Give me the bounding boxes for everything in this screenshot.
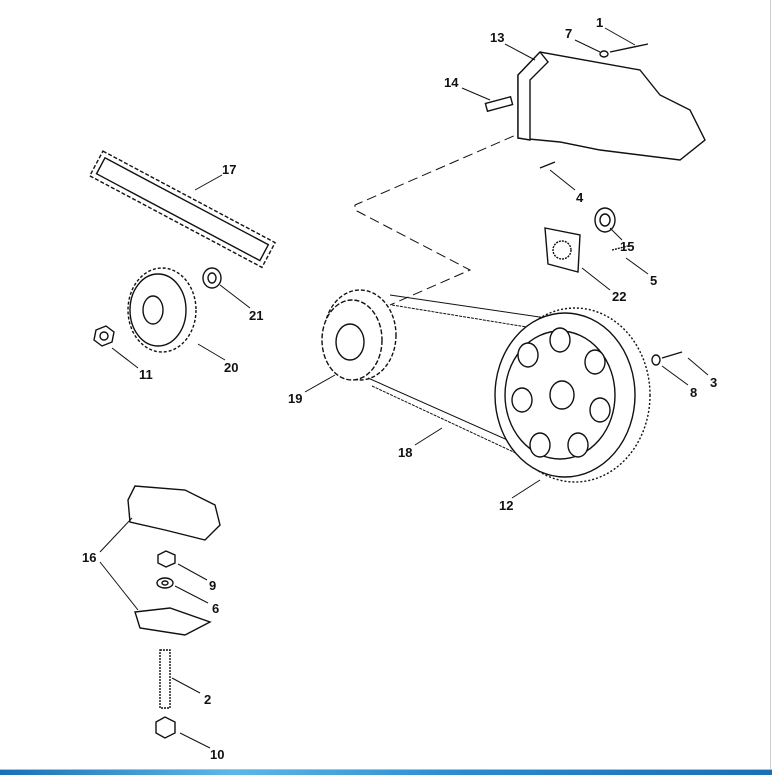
spacer-part-21 <box>202 267 222 289</box>
screw-part-4 <box>539 161 556 169</box>
callout-20: 20 <box>224 360 238 375</box>
callout-9: 9 <box>209 578 216 593</box>
transmission-pulley <box>321 289 397 381</box>
callout-2: 2 <box>204 692 211 707</box>
bracket-part-16 <box>127 485 221 636</box>
callout-3: 3 <box>710 375 717 390</box>
drive-belt <box>367 294 561 463</box>
bottom-status-bar <box>0 769 772 775</box>
washer-part-8 <box>651 354 661 366</box>
bolt-part-3 <box>661 351 683 359</box>
window-edge <box>770 0 771 770</box>
callout-21: 21 <box>249 308 263 323</box>
stud-part-2 <box>159 649 171 709</box>
callout-13: 13 <box>490 30 504 45</box>
engine-sprocket <box>127 267 197 353</box>
rear-pulley <box>494 307 651 483</box>
callout-16: 16 <box>82 550 96 565</box>
pin-part-14 <box>484 95 514 113</box>
callout-5: 5 <box>650 273 657 288</box>
plate-part-22 <box>544 227 581 273</box>
belt-guard-cover <box>517 50 706 161</box>
callout-18: 18 <box>398 445 412 460</box>
nut-part-9 <box>157 550 176 568</box>
spring-part-5 <box>611 245 629 251</box>
callout-22: 22 <box>612 289 626 304</box>
callout-15: 15 <box>620 239 634 254</box>
callout-11: 11 <box>139 367 153 382</box>
callout-4: 4 <box>576 190 584 205</box>
leader-lines <box>99 27 709 749</box>
washer-part-7 <box>599 50 609 58</box>
nut-part-15 <box>594 207 616 233</box>
assembly-path-line <box>354 117 556 306</box>
bolt-part-1 <box>609 43 649 53</box>
callout-8: 8 <box>690 385 697 400</box>
callout-14: 14 <box>444 75 459 90</box>
washer-part-6 <box>156 577 174 589</box>
callout-6: 6 <box>212 601 219 616</box>
callout-19: 19 <box>288 391 302 406</box>
nut-part-10 <box>155 716 176 739</box>
primary-chain <box>88 150 277 269</box>
callout-7: 7 <box>565 26 572 41</box>
callout-1: 1 <box>596 15 603 30</box>
callout-12: 12 <box>499 498 513 513</box>
callout-17: 17 <box>222 162 236 177</box>
nut-part-11 <box>93 325 115 347</box>
callout-10: 10 <box>210 747 224 762</box>
